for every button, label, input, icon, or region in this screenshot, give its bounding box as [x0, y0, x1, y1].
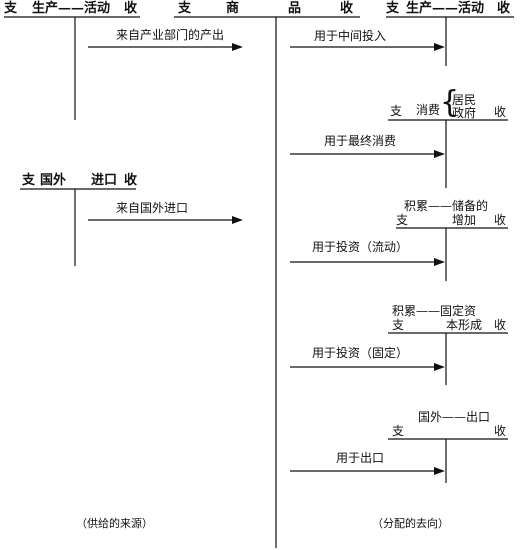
- consumption-debit: 支: [390, 104, 403, 118]
- production-left-name: 生产——活动: [32, 1, 111, 16]
- commodity-credit: 收: [340, 1, 354, 16]
- label-imports: 来自国外进口: [116, 201, 189, 215]
- label-intermediate: 用于中间投入: [314, 29, 387, 43]
- caption-supply: （供给的来源）: [76, 517, 153, 530]
- import-name-2: 进口: [91, 173, 118, 188]
- label-investment-current: 用于投资（流动）: [312, 240, 409, 254]
- stock-debit: 支: [396, 213, 409, 227]
- label-exports: 用于出口: [336, 451, 385, 465]
- stock-credit: 收: [494, 213, 507, 227]
- fixed-line2: 本形成: [446, 318, 483, 332]
- arrowhead-intermediate: [434, 43, 445, 51]
- export-debit: 支: [392, 424, 405, 438]
- import-credit: 收: [124, 173, 138, 188]
- caption-destination: （分配的去向）: [372, 517, 449, 530]
- commodity-name-2: 品: [288, 1, 302, 16]
- production-right-debit: 支: [386, 1, 400, 16]
- stock-line2: 增加: [452, 213, 477, 227]
- production-left-debit: 支: [4, 1, 18, 16]
- fixed-debit: 支: [392, 318, 405, 332]
- arrowhead-imports: [232, 216, 243, 224]
- arrowhead-investment-current: [434, 258, 445, 266]
- export-credit: 收: [494, 424, 507, 438]
- fixed-credit: 收: [494, 318, 507, 332]
- commodity-name-1: 商: [226, 1, 240, 16]
- arrowhead-investment-fixed: [434, 363, 445, 371]
- consumption-sub-government: 政府: [452, 106, 477, 120]
- production-right-name: 生产——活动: [406, 1, 485, 16]
- label-domestic-output: 来自产业部门的产出: [116, 28, 225, 42]
- arrowhead-domestic-output: [232, 43, 243, 51]
- export-line1: 国外——出口: [418, 410, 491, 424]
- fixed-line1: 积累——固定资: [392, 304, 477, 318]
- consumption-sub-households: 居民: [452, 93, 477, 107]
- import-name: 国外: [40, 173, 67, 188]
- commodity-debit: 支: [178, 1, 192, 16]
- consumption-name: 消费: [416, 103, 441, 117]
- stock-line1: 积累——储备的: [404, 199, 489, 213]
- production-right-credit: 收: [497, 1, 511, 16]
- label-final-consumption: 用于最终消费: [324, 134, 397, 148]
- consumption-credit: 收: [494, 105, 507, 119]
- production-left-credit: 收: [124, 1, 138, 16]
- import-debit: 支: [22, 173, 36, 188]
- consumption-brace: {: [440, 85, 460, 120]
- arrowhead-exports: [434, 467, 445, 475]
- label-investment-fixed: 用于投资（固定）: [312, 346, 409, 360]
- arrowhead-final-consumption: [434, 150, 445, 158]
